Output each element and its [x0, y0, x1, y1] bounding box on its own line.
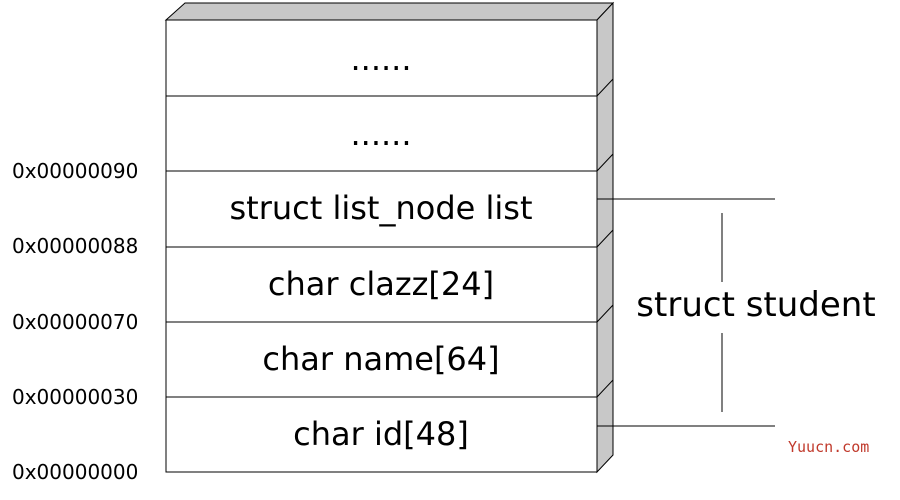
- stack-cell: [165, 19, 598, 97]
- address-label: 0x00000070: [12, 310, 138, 334]
- address-label: 0x00000030: [12, 385, 138, 409]
- struct-student-label: struct student: [636, 285, 875, 325]
- cell-label-list: struct list_node list: [230, 189, 533, 227]
- cell-label-name: char name[64]: [262, 340, 499, 378]
- stack-top-face: [164, 2, 615, 21]
- cell-label-ellipsis: ......: [350, 115, 411, 153]
- struct-bracket: [597, 198, 775, 427]
- address-label: 0x00000090: [12, 159, 138, 183]
- side-face-dividers: [596, 78, 614, 398]
- stack-cell: [165, 246, 598, 323]
- watermark: Yuucn.com: [788, 438, 869, 456]
- stack-side-face: [596, 1, 614, 474]
- stack-cell: [165, 396, 598, 473]
- cell-label-clazz: char clazz[24]: [268, 265, 494, 303]
- stack-cells: [165, 19, 598, 473]
- address-label: 0x00000088: [12, 234, 138, 258]
- stack-cell: [165, 321, 598, 398]
- address-label: 0x00000000: [12, 460, 138, 484]
- cell-label-id: char id[48]: [293, 415, 469, 453]
- cell-label-ellipsis-top: ......: [350, 40, 411, 78]
- stack-cell: [165, 170, 598, 248]
